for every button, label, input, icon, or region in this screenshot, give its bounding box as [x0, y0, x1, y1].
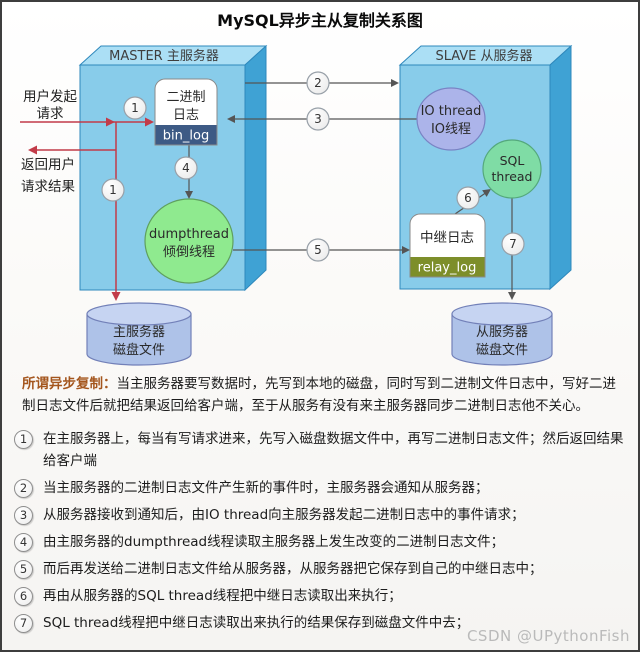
list-item: 4 由主服务器的dumpthread线程读取主服务器上发生改变的二进制日志文件； [12, 531, 626, 553]
binlog-node: 二进制 日志 bin_log [154, 78, 218, 146]
step-text: 从服务器接收到通知后，由IO thread向主服务器发起二进制日志中的事件请求； [43, 507, 525, 523]
step-number-badge: 7 [14, 614, 33, 633]
replication-diagram: MySQL异步主从复制关系图 MASTER 主服务器 SLAVE 从服务器 [20, 11, 573, 366]
arrowhead-right-icon [106, 117, 115, 127]
slave-disk-label: 从服务器 [476, 324, 528, 340]
svg-text:3: 3 [314, 112, 322, 126]
io-thread-label: IO线程 [431, 122, 471, 137]
step-text: 当主服务器的二进制日志文件产生新的事件时，主服务器会通知从服务器； [43, 480, 489, 496]
step-number-badge: 3 [14, 506, 33, 525]
arrowhead-down-icon [508, 292, 516, 300]
replication-arrowheads [185, 79, 516, 300]
master-disk-body [86, 314, 192, 366]
async-replication-description: 所谓异步复制：当主服务器要写数据时，先写到本地的磁盘，同时写到二进制文件日志中，… [22, 373, 624, 417]
step-text: 再由从服务器的SQL thread线程把中继日志读取出来执行； [43, 588, 402, 604]
svg-text:7: 7 [509, 237, 517, 251]
step-number-badge: 4 [14, 533, 33, 552]
io-thread-label: IO thread [421, 104, 482, 119]
description-body: 当主服务器要写数据时，先写到本地的磁盘，同时写到二进制文件日志中，写好二进制日志… [22, 376, 616, 414]
slave-title: SLAVE 从服务器 [435, 48, 532, 64]
step-text: 由主服务器的dumpthread线程读取主服务器上发生改变的二进制日志文件； [43, 534, 505, 550]
relaylog-node: 中继日志 relay_log [409, 213, 486, 278]
relaylog-bar-label: relay_log [418, 261, 477, 276]
arrowhead-down-icon [185, 191, 193, 199]
binlog-label: 日志 [173, 108, 199, 123]
slave-disk-top [451, 302, 553, 326]
master-title: MASTER 主服务器 [109, 48, 219, 64]
svg-text:5: 5 [314, 243, 322, 257]
step-number-badge: 6 [14, 587, 33, 606]
svg-text:6: 6 [464, 191, 472, 205]
user-request-flow [20, 121, 148, 292]
slave-disk-body [451, 314, 553, 366]
slave-disk-label: 磁盘文件 [476, 342, 528, 358]
binlog-bar [155, 125, 217, 145]
svg-text:2: 2 [314, 76, 322, 90]
master-disk-label: 主服务器 [113, 324, 165, 340]
csdn-watermark: CSDN @UPythonFish [466, 627, 630, 645]
user-request-arrowheads [28, 117, 154, 301]
step-list: 1 在主服务器上，每当有写请求进来，先写入磁盘数据文件中，再写二进制日志文件；然… [12, 428, 626, 639]
io-thread-node: IO thread IO线程 [416, 87, 486, 151]
list-item: 5 而后再发送给二进制日志文件给从服务器，从服务器把它保存到自己的中继日志中； [12, 558, 626, 580]
badge-5: 5 [306, 238, 330, 262]
sql-thread-node: SQL thread [482, 139, 542, 199]
badge-2: 2 [306, 71, 330, 95]
slave-disk-cylinder: 从服务器 磁盘文件 [451, 302, 553, 366]
sql-thread-label: thread [492, 169, 533, 184]
step-number-badge: 1 [14, 430, 33, 449]
sql-thread-label: SQL [500, 153, 525, 168]
binlog-bar-label: bin_log [163, 129, 209, 144]
relaylog-bar [410, 257, 485, 277]
step-number-badge: 2 [14, 479, 33, 498]
user-return-label: 返回用户 [21, 156, 75, 173]
arrowhead-right-icon [145, 117, 154, 127]
diagram-title: MySQL异步主从复制关系图 [217, 11, 423, 30]
dumpthread-label: dumpthread [149, 227, 229, 242]
step-number-badge: 5 [14, 560, 33, 579]
master-disk-top [86, 302, 192, 326]
arrowhead-left-icon [227, 115, 235, 123]
list-item: 6 再由从服务器的SQL thread线程把中继日志读取出来执行； [12, 585, 626, 607]
svg-text:1: 1 [109, 183, 117, 197]
arrowhead-right-icon [402, 246, 410, 254]
list-item: 1 在主服务器上，每当有写请求进来，先写入磁盘数据文件中，再写二进制日志文件；然… [12, 428, 626, 472]
slave-side-face [549, 44, 572, 291]
arrowhead-right-icon [391, 79, 399, 87]
badge-4: 4 [174, 156, 198, 180]
badge-6: 6 [456, 186, 480, 210]
list-item: 2 当主服务器的二进制日志文件产生新的事件时，主服务器会通知从服务器； [12, 477, 626, 499]
user-request-label: 用户发起 [23, 88, 77, 105]
badge-1-disk: 1 [101, 178, 125, 202]
step-text: 在主服务器上，每当有写请求进来，先写入磁盘数据文件中，再写二进制日志文件；然后返… [43, 431, 624, 469]
badge-7: 7 [501, 232, 525, 256]
binlog-label: 二进制 [166, 90, 205, 105]
list-item: 7 SQL thread线程把中继日志读取出来执行的结果保存到磁盘文件中去； [12, 612, 626, 634]
user-request-label: 请求 [37, 106, 64, 122]
step-text: SQL thread线程把中继日志读取出来执行的结果保存到磁盘文件中去； [43, 615, 470, 631]
user-return-label: 请求结果 [21, 179, 75, 195]
badge-3: 3 [306, 107, 330, 131]
step-text: 而后再发送给二进制日志文件给从服务器，从服务器把它保存到自己的中继日志中； [43, 561, 543, 577]
arrowhead-diagonal-icon [482, 189, 491, 197]
step-badges: 1 1 2 3 4 5 6 [101, 71, 525, 262]
dumpthread-ellipse [144, 198, 234, 284]
master-disk-label: 磁盘文件 [113, 342, 165, 358]
svg-text:1: 1 [131, 101, 139, 115]
arrowhead-left-icon [28, 145, 37, 155]
sql-thread-circle [482, 139, 542, 199]
description-heading: 所谓异步复制： [22, 376, 117, 392]
dumpthread-node: dumpthread 倾倒线程 [144, 198, 234, 284]
list-item: 3 从服务器接收到通知后，由IO thread向主服务器发起二进制日志中的事件请… [12, 504, 626, 526]
master-disk-cylinder: 主服务器 磁盘文件 [86, 302, 192, 366]
arrowhead-down-icon [111, 292, 121, 301]
io-thread-ellipse [416, 87, 486, 151]
badge-1-request: 1 [123, 96, 147, 120]
relaylog-label: 中继日志 [420, 230, 474, 246]
svg-text:4: 4 [182, 161, 190, 175]
dumpthread-label: 倾倒线程 [163, 245, 215, 260]
